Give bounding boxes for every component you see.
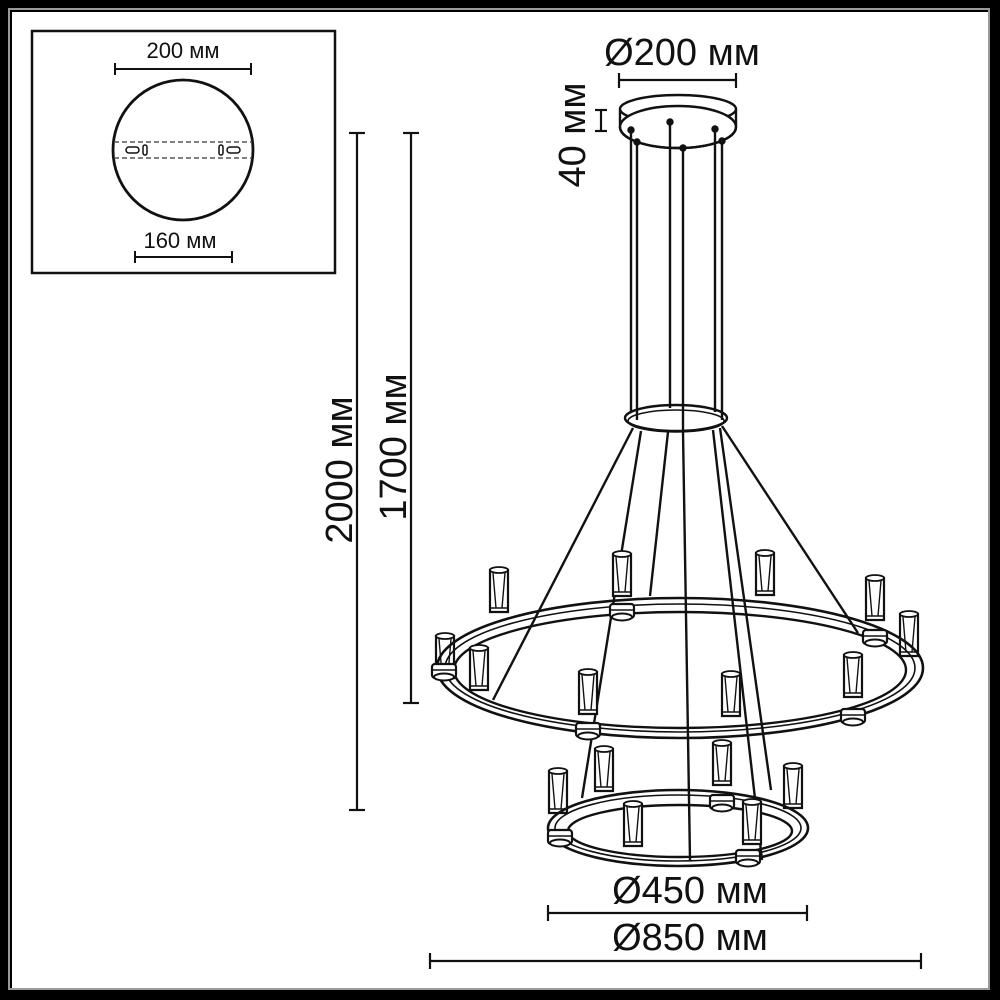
large-ring-diameter-dimension [428,953,923,969]
inset-top-dimension-line [114,63,252,75]
small-ring [546,788,810,868]
mounting-slot-right-icon [218,144,241,156]
cable-height-label: 1700 мм [373,373,415,520]
small-ring-diameter-dimension [546,905,809,921]
small-ring-diameter-label: Ø450 мм [612,870,768,912]
total-height-label: 2000 мм [319,396,361,543]
canopy-diameter-label: Ø200 мм [604,32,760,74]
canopy-height-label: 40 мм [552,82,594,187]
total-height-dimension [349,131,365,812]
inset-bottom-dimension-label: 160 мм [143,228,216,253]
connector-ring [623,403,729,433]
inset-bottom-dimension-line [134,251,233,263]
chandelier-illustration [430,93,925,868]
canopy-diameter-dimension [617,73,738,88]
mounting-plate-circle [111,78,255,222]
inset-top-dimension-label: 200 мм [146,38,219,63]
mounting-slot-left-icon [125,144,148,156]
canopy [618,93,738,150]
suspension-cables-upper [627,118,726,432]
large-ring-diameter-label: Ø850 мм [612,917,768,959]
inset-border [30,29,337,275]
cable-height-dimension [403,131,419,705]
inset-panel: 200 мм 160 мм [30,29,337,275]
canopy-height-dimension [595,108,607,133]
mounting-bar [114,141,252,159]
large-ring-lamps-front [468,643,867,741]
